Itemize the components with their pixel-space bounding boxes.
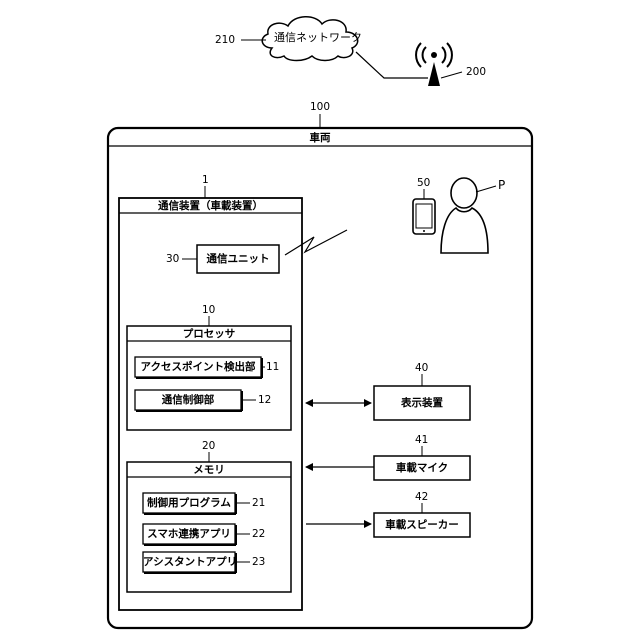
memory-item-3-label: アシスタントアプリ — [143, 555, 235, 569]
network-ref: 210 — [215, 34, 235, 46]
display-ref: 40 — [415, 362, 428, 374]
memory-item-3-ref: 23 — [252, 556, 265, 568]
network-label: 通信ネットワーク — [274, 31, 362, 45]
person-ref: P — [498, 179, 505, 191]
vehicle-title: 車両 — [300, 131, 340, 145]
processor-ref: 10 — [202, 304, 215, 316]
network-link-line — [356, 52, 428, 78]
processor-title: プロセッサ — [127, 327, 291, 341]
speaker-label: 車載スピーカー — [374, 518, 470, 532]
smartphone-ref: 50 — [417, 177, 430, 189]
comm-unit-label: 通信ユニット — [197, 252, 279, 266]
speaker-ref: 42 — [415, 491, 428, 503]
memory-item-1-label: 制御用プログラム — [143, 496, 235, 510]
device-ref: 1 — [202, 174, 209, 186]
memory-item-2-ref: 22 — [252, 528, 265, 540]
base-station-ref: 200 — [466, 66, 486, 78]
display-label: 表示装置 — [374, 396, 470, 410]
processor-item-2-label: 通信制御部 — [135, 393, 241, 407]
comm-unit-ref: 30 — [166, 253, 179, 265]
processor-item-1-label: アクセスポイント検出部 — [135, 360, 261, 374]
mic-ref: 41 — [415, 434, 428, 446]
base-station-icon — [416, 43, 452, 86]
memory-ref: 20 — [202, 440, 215, 452]
memory-title: メモリ — [127, 463, 291, 477]
memory-item-2-label: スマホ連携アプリ — [143, 527, 235, 541]
mic-label: 車載マイク — [374, 461, 470, 475]
processor-item-2-ref: 12 — [258, 394, 271, 406]
device-title: 通信装置（車載装置） — [119, 199, 302, 213]
vehicle-ref: 100 — [310, 101, 330, 113]
processor-item-1-ref: 11 — [266, 361, 279, 373]
smartphone-icon — [413, 199, 435, 234]
memory-item-1-ref: 21 — [252, 497, 265, 509]
